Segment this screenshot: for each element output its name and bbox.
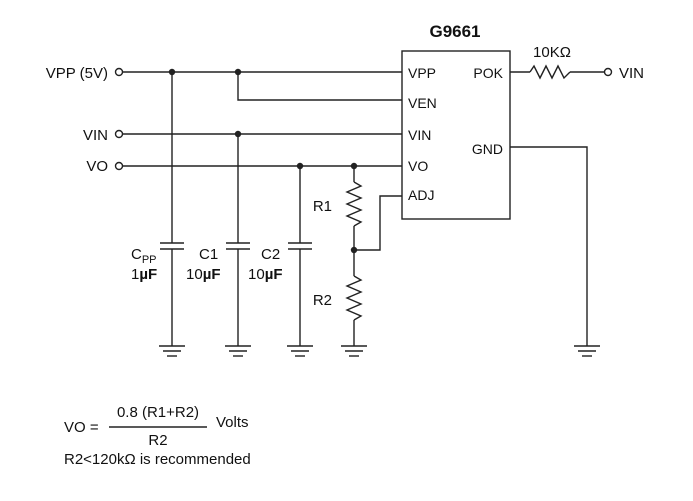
chip-name: G9661	[429, 22, 480, 41]
cpp-value-unit: µF	[139, 266, 157, 283]
terminal-vin-output	[603, 67, 613, 77]
r2-label: R2	[313, 292, 332, 309]
formula-denominator: R2	[148, 432, 167, 449]
terminal-vpp	[114, 67, 124, 77]
junction-dot	[234, 130, 242, 138]
formula-numerator: 0.8 (R1+R2)	[117, 404, 199, 421]
pullup-resistor-label: 10KΩ	[533, 44, 571, 61]
junction-dot	[350, 162, 358, 170]
ground-symbol-cpp	[159, 345, 185, 357]
pin-pok: POK	[473, 65, 503, 81]
resistor-r1	[345, 181, 363, 227]
pin-gnd: GND	[472, 141, 503, 157]
vin-terminal-label: VIN	[83, 127, 108, 144]
c2-value-unit: µF	[265, 266, 283, 283]
pin-ven: VEN	[408, 95, 437, 111]
pullup-resistor-symbol	[529, 64, 571, 80]
junction-dot	[234, 68, 242, 76]
pin-adj: ADJ	[408, 187, 434, 203]
ground-symbol-c2	[287, 345, 313, 357]
junction-dot	[350, 246, 358, 254]
r1-label: R1	[313, 198, 332, 215]
cpp-label: CPP	[131, 246, 157, 266]
terminal-vo	[114, 161, 124, 171]
c1-value-unit: µF	[203, 266, 221, 283]
formula-note: R2<120kΩ is recommended	[64, 451, 251, 468]
formula-lhs: VO =	[64, 419, 99, 436]
terminal-vin	[114, 129, 124, 139]
c1-value-num: 10	[186, 266, 203, 283]
c2-value: 10µF	[248, 266, 283, 283]
cpp-value-num: 1	[131, 266, 139, 283]
ground-symbol-c1	[225, 345, 251, 357]
junction-dot	[168, 68, 176, 76]
c2-value-num: 10	[248, 266, 265, 283]
formula-unit: Volts	[216, 414, 249, 431]
c1-value: 10µF	[186, 266, 221, 283]
chip-body	[401, 50, 511, 220]
wire-ven	[237, 72, 402, 101]
pin-vo: VO	[408, 158, 428, 174]
vo-terminal-label: VO	[86, 158, 108, 175]
ground-symbol-chip	[574, 345, 600, 357]
pin-vpp: VPP	[408, 65, 436, 81]
junction-dot	[296, 162, 304, 170]
c1-label: C1	[199, 246, 218, 263]
wire-gnd	[510, 146, 588, 346]
cpp-label-name: C	[131, 246, 142, 263]
c2-label: C2	[261, 246, 280, 263]
cpp-label-sub: PP	[142, 254, 157, 266]
pin-vin: VIN	[408, 127, 431, 143]
wire-adj	[354, 195, 402, 251]
vpp-terminal-label: VPP (5V)	[46, 65, 108, 82]
ground-symbol-r2	[341, 345, 367, 357]
vin-output-label: VIN	[619, 65, 644, 82]
cpp-value: 1µF	[131, 266, 157, 283]
resistor-r2	[345, 275, 363, 321]
